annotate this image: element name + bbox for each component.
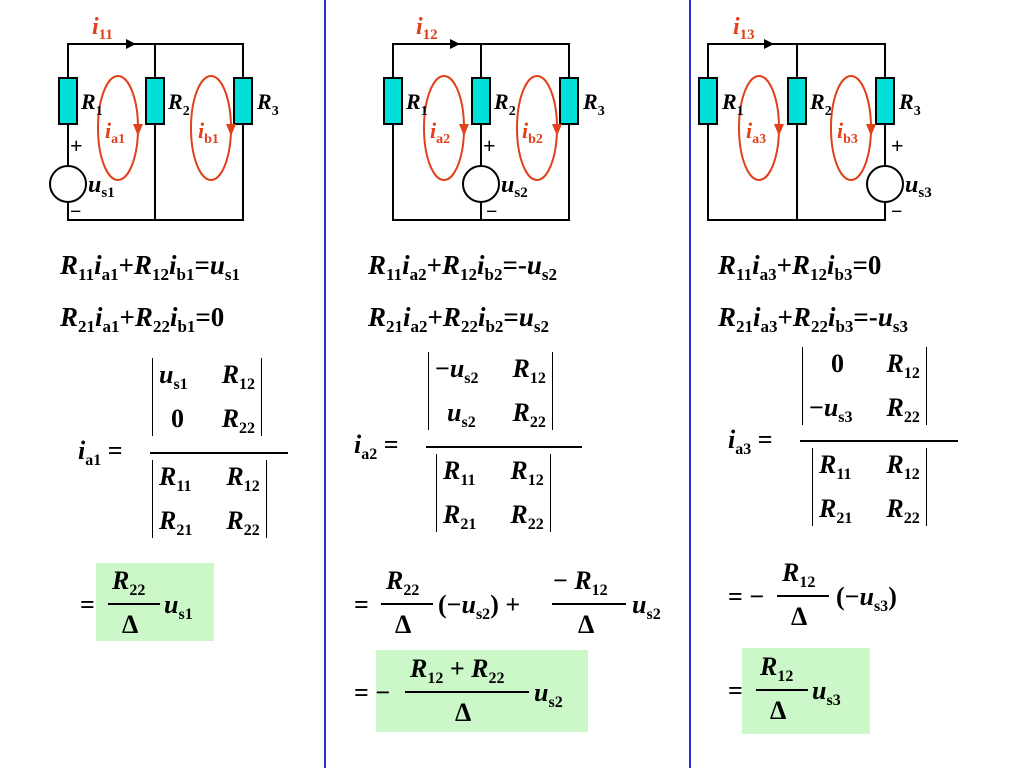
r1-label: R1 [721, 89, 744, 119]
result-denominator: Δ [455, 698, 472, 727]
mesh-equation-2: R21ia2+R22ib2=us2 [368, 302, 549, 336]
result-numerator: R12 [760, 652, 794, 685]
mesh-equation-1: R11ia1+R12ib1=us1 [60, 250, 241, 284]
voltage-source [462, 165, 500, 203]
r1-label: R1 [405, 89, 428, 119]
step-den-2: Δ [578, 610, 595, 639]
resistor-r1 [383, 77, 403, 125]
result-highlight [96, 563, 214, 641]
resistor-r1 [698, 77, 718, 125]
minus-sign: − [70, 201, 81, 223]
lhs-ia3: ia3 = [728, 425, 773, 458]
step-equals: = − [728, 582, 765, 611]
result-numerator: R22 [112, 566, 146, 599]
step-bar-2 [552, 603, 626, 605]
mesh-equation-1: R11ia2+R12ib2=-us2 [368, 250, 558, 284]
step-bar-1 [381, 603, 433, 605]
plus-sign: + [70, 133, 83, 158]
source-label: us2 [501, 172, 528, 201]
minus-sign: − [891, 201, 902, 223]
result-fraction-bar [108, 603, 160, 605]
minus-sign: − [486, 201, 497, 223]
step-term-1: (−us2) + [438, 590, 521, 623]
circuit-diagram-2: i12 R1 R2 R3 ia2 ib2 + − us2 [383, 14, 605, 223]
result-equals: = − [354, 678, 391, 707]
panel-divider-left [324, 0, 326, 768]
result-factor: us1 [164, 590, 193, 623]
result-fraction-bar [756, 689, 808, 691]
mesh-loop-b [190, 75, 232, 181]
mesh-equation-2: R21ia3+R22ib3=-us3 [718, 302, 908, 336]
circuit-diagram-1: i11 R1 R2 R3 ia1 ib1 + − us1 [49, 14, 279, 223]
result-denominator: Δ [122, 610, 139, 639]
top-current-label: i13 [733, 14, 755, 43]
voltage-source [49, 165, 87, 203]
loop-a-label: ia1 [105, 118, 125, 147]
step-num-1: R22 [386, 566, 420, 599]
result-highlight [742, 648, 870, 734]
resistor-r3 [233, 77, 253, 125]
voltage-source [866, 165, 904, 203]
resistor-r1 [58, 77, 78, 125]
r2-label: R2 [809, 89, 832, 119]
step-fraction-bar [777, 595, 829, 597]
result-factor: us2 [534, 678, 563, 711]
step-numerator: R12 [782, 558, 816, 591]
loop-b-label: ib1 [198, 118, 219, 147]
result-factor: us3 [812, 676, 841, 709]
mesh-loop-a [97, 75, 139, 181]
result-fraction-bar [405, 691, 529, 693]
r3-label: R3 [256, 89, 279, 119]
top-current-label: i11 [92, 14, 113, 43]
panel-divider-right [689, 0, 691, 768]
loop-b-label: ib2 [522, 118, 543, 147]
mesh-equation-2: R21ia1+R22ib1=0 [60, 302, 225, 336]
fraction-bar [426, 446, 582, 448]
r3-label: R3 [898, 89, 921, 119]
plus-sign: + [483, 133, 496, 158]
result-equals: = [728, 676, 743, 705]
step-denominator: Δ [791, 602, 808, 631]
r3-label: R3 [582, 89, 605, 119]
r1-label: R1 [80, 89, 103, 119]
step-num-2: − R12 [553, 566, 608, 599]
resistor-r3 [559, 77, 579, 125]
resistor-r3 [875, 77, 895, 125]
source-label: us3 [905, 172, 932, 201]
resistor-r2 [145, 77, 165, 125]
r2-label: R2 [167, 89, 190, 119]
step-term: (−us3) [836, 582, 897, 615]
result-numerator: R12 + R22 [410, 654, 505, 687]
plus-sign: + [891, 133, 904, 158]
mesh-equation-1: R11ia3+R12ib3=0 [718, 250, 882, 284]
equals-sign: = [80, 590, 95, 619]
fraction-bar [800, 440, 958, 442]
loop-a-label: ia2 [430, 118, 450, 147]
loop-a-label: ia3 [746, 118, 766, 147]
lhs-ia2: ia2 = [354, 430, 399, 463]
result-denominator: Δ [770, 696, 787, 725]
step-equals: = [354, 590, 369, 619]
loop-b-label: ib3 [837, 118, 858, 147]
fraction-bar [150, 452, 288, 454]
resistor-r2 [787, 77, 807, 125]
step-term-2: us2 [632, 590, 661, 623]
mesh-loop-a [738, 75, 780, 181]
step-den-1: Δ [395, 610, 412, 639]
lhs-ia1: ia1 = [78, 436, 123, 469]
top-current-label: i12 [416, 14, 438, 43]
circuit-diagram-3: i13 R1 R2 R3 ia3 ib3 + − us3 [698, 14, 932, 223]
r2-label: R2 [493, 89, 516, 119]
resistor-r2 [471, 77, 491, 125]
